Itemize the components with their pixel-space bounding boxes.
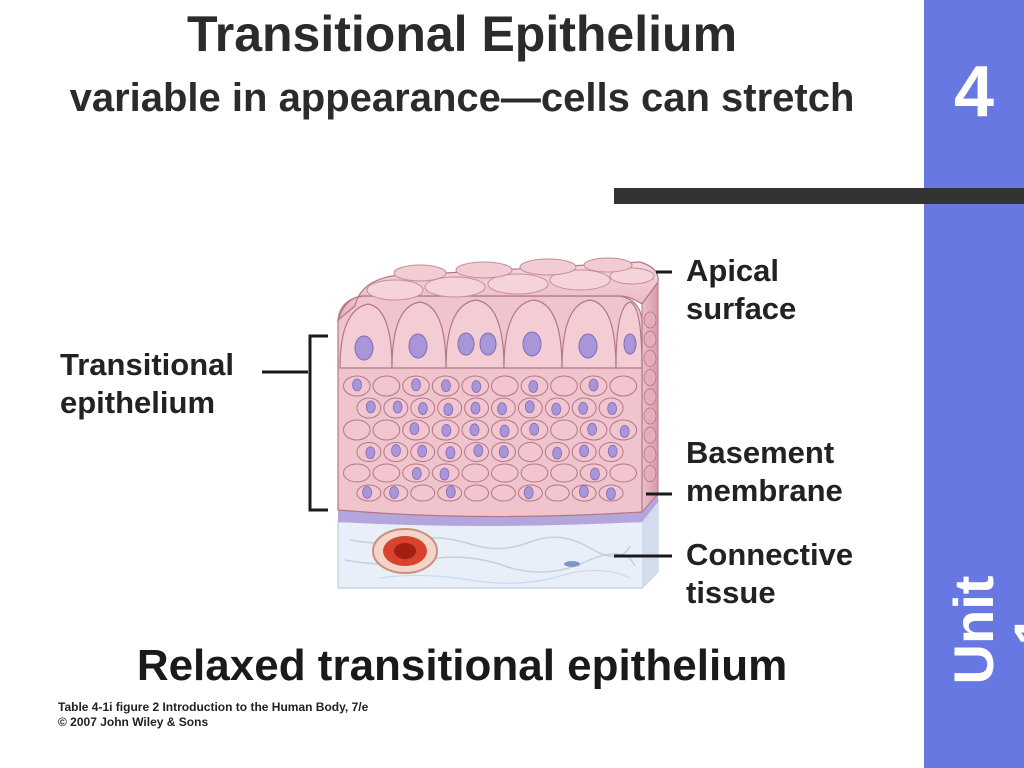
- cell-nucleus: [528, 380, 539, 393]
- label-basement-line2: membrane: [686, 473, 843, 508]
- cell-nucleus: [409, 422, 420, 436]
- cell-nucleus: [619, 425, 630, 438]
- epithelial-cell: [609, 375, 638, 397]
- umbrella-nuclei: [354, 331, 637, 361]
- apical-surface: [336, 257, 659, 322]
- cell-nucleus: [469, 423, 480, 437]
- epithelial-cell: [550, 419, 578, 441]
- cell-nucleus: [524, 400, 535, 414]
- cell-nucleus: [389, 486, 399, 499]
- label-apical-surface: Apical surface: [686, 252, 796, 328]
- leader-lines: [262, 270, 672, 558]
- epithelial-cell: [550, 463, 578, 483]
- side-cell: [643, 369, 657, 387]
- cell-nucleus: [523, 486, 534, 500]
- epithelial-cell: [410, 484, 436, 502]
- intermediate-cells: [343, 311, 657, 502]
- epithelial-cell: [372, 419, 401, 441]
- cell-nucleus: [417, 444, 428, 458]
- epithelial-cell: [372, 463, 401, 483]
- basement-membrane: [338, 494, 658, 526]
- credit-line1: Table 4-1i figure 2 Introduction to the …: [58, 700, 369, 714]
- cell-nucleus: [590, 467, 600, 481]
- side-cell: [643, 445, 657, 463]
- unit-label: Unit 1: [942, 575, 1024, 685]
- cell-nucleus: [470, 401, 481, 415]
- epithelial-cell: [491, 484, 516, 502]
- cell-nucleus: [445, 485, 456, 499]
- side-cell: [643, 311, 657, 329]
- cell-nucleus: [607, 444, 618, 458]
- epithelial-cell: [491, 375, 519, 397]
- side-cell: [643, 330, 657, 348]
- label-transitional-line1: Transitional: [60, 347, 234, 382]
- cell-nucleus: [365, 400, 376, 414]
- cell-nucleus: [441, 379, 451, 393]
- label-connective-line2: tissue: [686, 575, 776, 610]
- cell-nucleus: [497, 402, 507, 416]
- cell-nucleus: [439, 467, 450, 481]
- side-cell: [643, 349, 657, 367]
- epithelial-cell: [517, 442, 543, 462]
- label-apical-line1: Apical: [686, 253, 780, 288]
- figure-credit: Table 4-1i figure 2 Introduction to the …: [58, 700, 368, 730]
- cell-nucleus: [579, 444, 589, 458]
- epithelial-cell: [550, 375, 578, 397]
- epithelial-cell: [544, 484, 570, 502]
- epithelium-diagram: [262, 257, 672, 589]
- side-cell: [643, 388, 657, 406]
- cell-nucleus: [578, 401, 589, 415]
- label-apical-line2: surface: [686, 291, 797, 326]
- cell-nucleus: [499, 424, 510, 438]
- cell-nucleus: [391, 444, 401, 457]
- unit-number: 4: [953, 52, 995, 132]
- side-cell: [643, 426, 657, 444]
- cell-nucleus: [445, 446, 456, 460]
- cell-nucleus: [498, 445, 509, 459]
- label-transitional-epithelium: Transitional epithelium: [60, 346, 234, 422]
- figure-caption: Relaxed transitional epithelium: [136, 641, 788, 690]
- epithelial-cell: [491, 463, 519, 483]
- cell-nucleus: [587, 422, 598, 436]
- cell-nucleus: [411, 467, 422, 480]
- cell-nucleus: [605, 487, 616, 501]
- header-divider: [614, 188, 1024, 204]
- epithelial-cell: [343, 463, 371, 483]
- label-transitional-line2: epithelium: [60, 385, 216, 420]
- side-cell: [643, 465, 657, 483]
- cell-nucleus: [552, 446, 562, 460]
- epithelial-cell: [464, 484, 489, 502]
- unit-sidebar: [924, 0, 1024, 768]
- epithelial-cell: [520, 463, 549, 483]
- blood-vessel: [372, 528, 438, 574]
- epithelial-cell: [343, 419, 371, 441]
- cell-nucleus: [362, 485, 373, 499]
- label-connective-line1: Connective: [686, 537, 854, 572]
- cell-nucleus: [441, 424, 452, 437]
- label-connective-tissue: Connective tissue: [686, 536, 853, 612]
- cell-nucleus: [352, 378, 362, 392]
- label-basement-line1: Basement: [686, 435, 835, 470]
- cell-nucleus: [365, 446, 376, 460]
- side-cell: [643, 407, 657, 425]
- epithelial-cell: [461, 463, 490, 483]
- cell-nucleus: [443, 403, 454, 416]
- page-title: Transitional Epithelium: [186, 6, 738, 62]
- page-subtitle: variable in appearance—cells can stretch: [69, 76, 855, 120]
- cell-nucleus: [529, 422, 540, 436]
- cell-nucleus: [411, 378, 421, 392]
- credit-line2: © 2007 John Wiley & Sons: [58, 715, 209, 729]
- cell-nucleus: [473, 444, 484, 457]
- cell-nucleus: [392, 400, 403, 414]
- cell-nucleus: [551, 402, 562, 416]
- cell-nucleus: [471, 380, 482, 393]
- label-basement-membrane: Basement membrane: [686, 434, 843, 510]
- epithelial-cell: [372, 375, 401, 397]
- cell-nucleus: [578, 485, 589, 498]
- epithelial-cell: [609, 463, 638, 483]
- cell-nucleus: [418, 402, 428, 415]
- cell-nucleus: [607, 402, 618, 415]
- cell-nucleus: [588, 378, 599, 392]
